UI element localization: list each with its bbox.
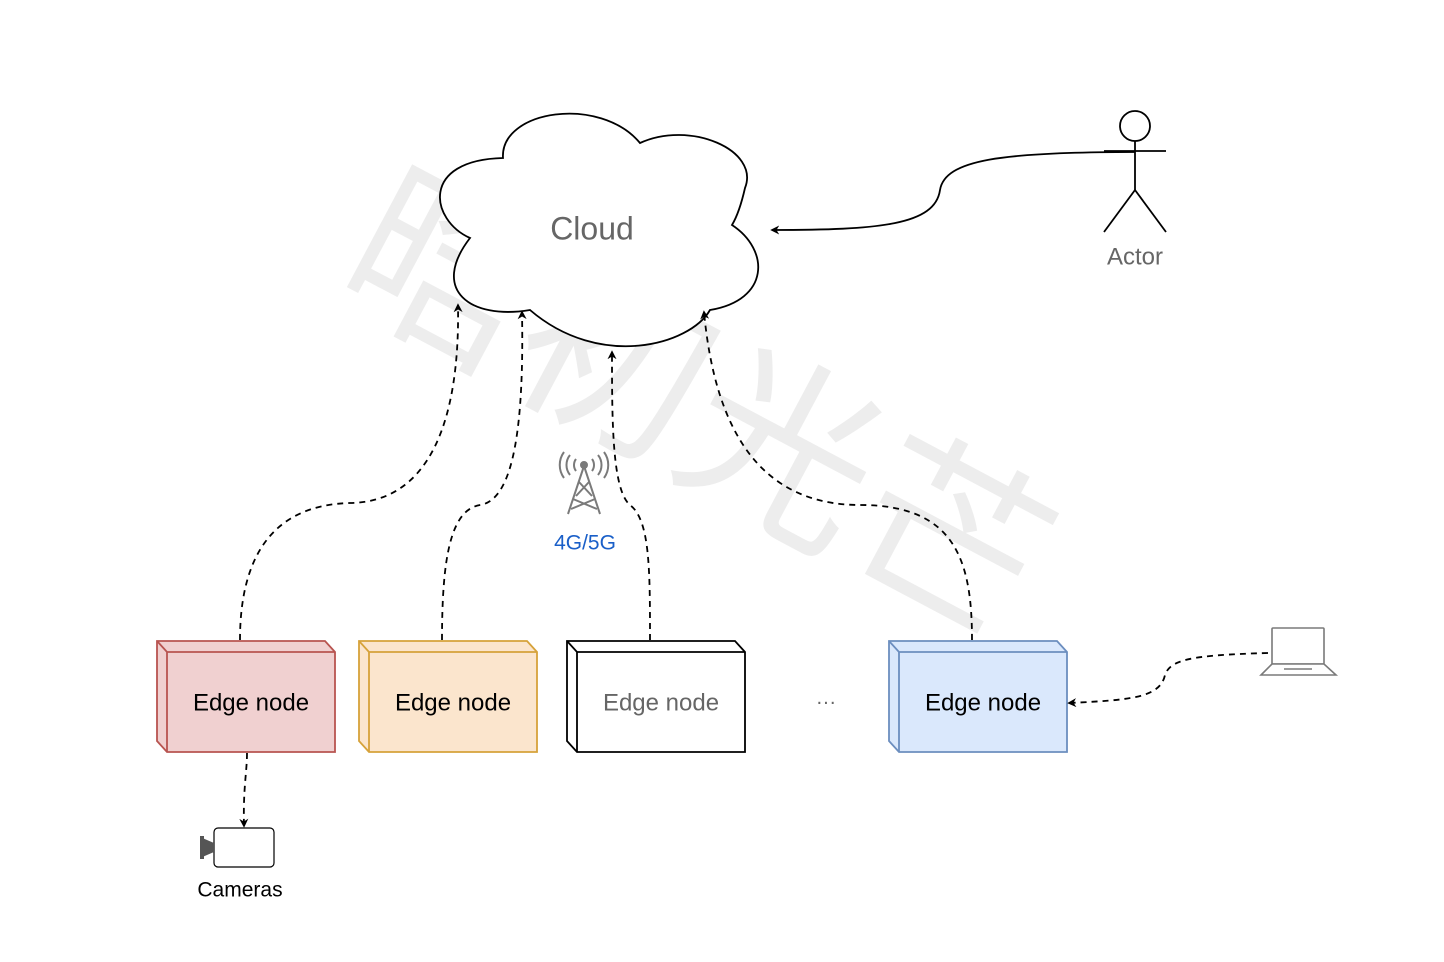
edge-node-edge [888, 640, 1067, 752]
cell-tower-icon [558, 451, 610, 515]
edge-node-box [156, 640, 336, 753]
edge-node-label: Edge node [925, 689, 1041, 716]
cameras-node: Cameras [197, 827, 283, 902]
edge-node-box [358, 640, 538, 753]
actor-icon [1103, 110, 1167, 233]
edge-node-edge [358, 640, 537, 752]
connector-node4-cloud [700, 310, 973, 641]
edge-node-edge [156, 640, 335, 752]
edge-node[interactable]: Edge node [566, 640, 746, 753]
edge-node-label: Edge node [603, 689, 719, 716]
edge-node[interactable]: Edge node [358, 640, 538, 753]
connector-node1-cameras [239, 752, 249, 828]
camera-icon [200, 827, 275, 868]
edge-node[interactable]: Edge node [156, 640, 336, 753]
edge-node-box [566, 640, 746, 753]
edge-node-edge [566, 640, 745, 752]
laptop-node [1259, 627, 1339, 676]
connector-laptop-node4 [1067, 652, 1269, 708]
connector-actor-cloud [770, 151, 1136, 235]
connector-node2-cloud [441, 310, 527, 641]
actor-label: Actor [1107, 243, 1163, 270]
more-nodes-ellipsis: ··· [816, 691, 836, 713]
edge-node-label: Edge node [395, 689, 511, 716]
connector-node1-cloud [239, 303, 463, 641]
cloud-node[interactable]: Cloud [439, 112, 760, 348]
actor-node[interactable]: Actor [1103, 110, 1167, 270]
edge-node-label: Edge node [193, 689, 309, 716]
cell-tower-node: 4G/5G [554, 451, 616, 555]
cameras-label: Cameras [197, 879, 282, 902]
connector-node3-cloud [607, 350, 651, 641]
cloud-icon [439, 112, 760, 348]
laptop-icon [1259, 627, 1339, 676]
cloud-label: Cloud [550, 210, 634, 246]
edge-node-box [888, 640, 1068, 753]
cell-tower-label: 4G/5G [554, 532, 616, 555]
edge-node[interactable]: Edge node [888, 640, 1068, 753]
